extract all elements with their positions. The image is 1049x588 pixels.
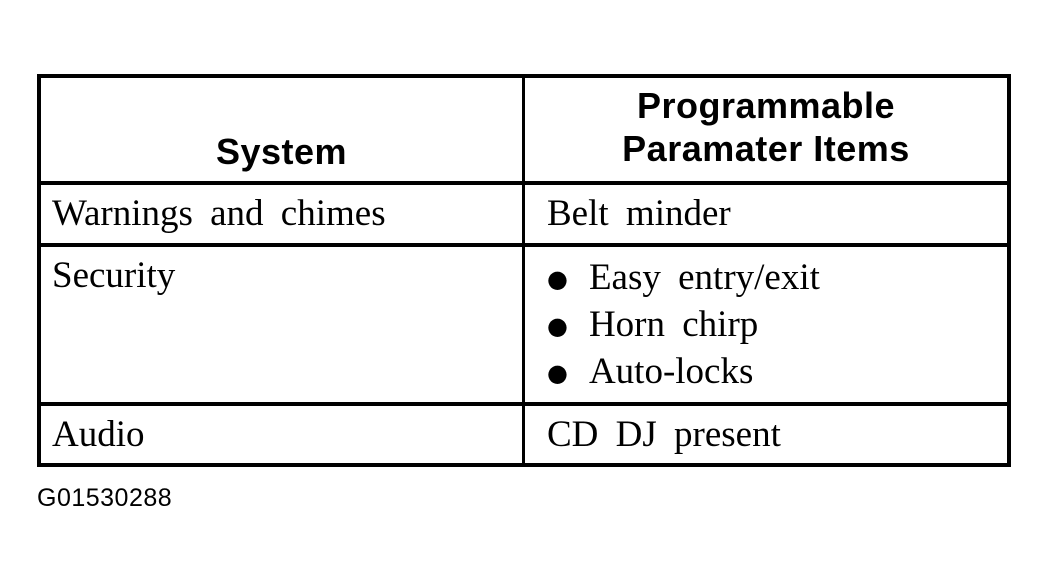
- programmable-parameters-table: System Programmable Paramater Items Warn…: [37, 74, 1011, 467]
- cell-system-security: Security: [41, 247, 525, 406]
- cell-parameters-audio: CD DJ present: [525, 406, 1007, 463]
- parameter-bullet-list: ● Easy entry/exit ● Horn chirp ● Auto-lo…: [547, 253, 997, 396]
- list-item: ● Auto-locks: [547, 349, 997, 396]
- parameter-item-label: Easy entry/exit: [588, 257, 820, 298]
- parameter-item-label: Auto-locks: [588, 351, 754, 392]
- header-parameters-line1: Programmable: [636, 85, 896, 127]
- bullet-icon: ●: [547, 312, 568, 340]
- header-parameters-line2: Paramater Items: [622, 127, 910, 169]
- cell-parameters-security: ● Easy entry/exit ● Horn chirp ● Auto-lo…: [525, 247, 1007, 406]
- list-item: ● Horn chirp: [547, 302, 997, 349]
- system-label: Audio: [52, 414, 145, 455]
- parameter-item-label: Horn chirp: [588, 304, 759, 345]
- header-programmable-parameter-items: Programmable Paramater Items: [525, 78, 1007, 185]
- system-label: Warnings and chimes: [52, 193, 386, 234]
- header-system-label: System: [215, 130, 348, 172]
- header-system: System: [41, 78, 525, 185]
- cell-system-warnings: Warnings and chimes: [41, 185, 525, 247]
- bullet-icon: ●: [547, 359, 568, 387]
- cell-system-audio: Audio: [41, 406, 525, 463]
- parameter-item-label: Belt minder: [547, 193, 731, 234]
- system-label: Security: [52, 255, 176, 296]
- figure-code: G01530288: [37, 484, 173, 512]
- bullet-icon: ●: [547, 265, 568, 293]
- cell-parameters-warnings: Belt minder: [525, 185, 1007, 247]
- list-item: ● Easy entry/exit: [547, 255, 997, 302]
- parameter-item-label: CD DJ present: [547, 414, 781, 455]
